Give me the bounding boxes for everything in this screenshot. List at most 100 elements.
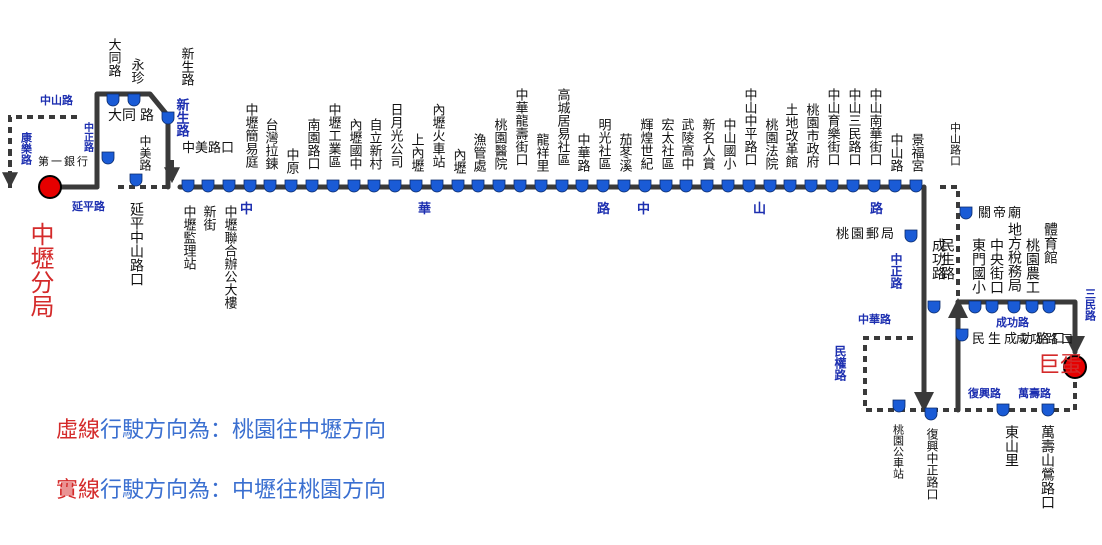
stop-dot — [263, 179, 277, 193]
top-stop-label: 明光社區 — [596, 118, 612, 170]
stop-datong: 大同 — [108, 108, 136, 124]
stop-dot — [985, 300, 999, 314]
dashed-segment — [940, 185, 960, 302]
top-stop-label: 內壢國中 — [347, 118, 363, 170]
top-stop-label: 中山中平路口 — [742, 88, 758, 166]
top-stop-label: 輝煌世紀 — [638, 118, 654, 170]
stop-minsheng-chenggong: 民生成功路口 — [972, 331, 1068, 347]
stop-dot — [1042, 300, 1056, 314]
stop-dongshan: 東山里 — [1003, 425, 1019, 467]
stop-dot — [638, 179, 652, 193]
stop-first-bank: 第一銀行 — [38, 154, 90, 168]
terminal-judan-dot — [1063, 355, 1087, 379]
top-stop-label: 中華路 — [575, 133, 591, 172]
road-zhongzheng-e: 中正路 — [889, 252, 903, 290]
legend-key: 實線 — [56, 478, 100, 503]
main-road-zhong: 中 — [637, 201, 650, 217]
stop-dot — [924, 407, 938, 421]
stop-dot — [825, 179, 839, 193]
legend-item: 虛線行駛方向為：桃園往中壢方向 — [56, 418, 386, 443]
stop-dot — [867, 179, 881, 193]
top-stop-label: 新名人賞 — [700, 117, 716, 171]
stop-guandi: 關帝廟 — [978, 205, 1023, 221]
stop-dot — [659, 179, 673, 193]
bottom-stop-label: 中壢聯合辦公大樓 — [222, 205, 238, 309]
stop-dot — [968, 300, 982, 314]
top-stop-label: 中壢簡易庭 — [243, 103, 259, 169]
stop-yanping-zhongshan: 延平中山路口 — [128, 202, 144, 286]
road-zhongshan-w: 中山路 — [40, 93, 74, 107]
top-stop-label: 中華龍壽街口 — [513, 88, 529, 166]
stop-xinsheng-label: 新生路 — [179, 46, 195, 86]
main-road-lu1: 路 — [597, 201, 611, 217]
top-stop-label: 內壢 — [451, 148, 467, 175]
stop-tax: 地方稅務局 — [1006, 222, 1022, 292]
road-yanping: 延平路 — [71, 199, 106, 213]
stop-zhongyang: 中央街口 — [988, 238, 1004, 294]
stop-agri: 桃園農工 — [1024, 238, 1040, 294]
stop-dot — [243, 179, 257, 193]
terminal-zhongli: 中壢分局 — [26, 222, 54, 318]
road-zhongzheng-w: 中正路 — [82, 121, 94, 153]
road-wanshou: 萬壽路 — [1018, 386, 1052, 400]
top-stop-label: 台灣拉鍊 — [263, 118, 279, 170]
terminal-zhongli-dot — [38, 175, 62, 199]
legend-item: 實線行駛方向為：中壢往桃園方向 — [56, 478, 386, 503]
top-stop-label: 南園路口 — [305, 117, 321, 170]
stop-dot — [284, 179, 298, 193]
road-kangle: 康樂路 — [20, 131, 34, 166]
legend-desc: 行駛方向為：中壢往桃園方向 — [100, 478, 386, 503]
stop-dot — [846, 179, 860, 193]
top-stop-label: 土地改革館 — [783, 103, 799, 168]
stop-bus-station: 桃園公車站 — [892, 423, 905, 480]
stop-dot — [721, 179, 735, 193]
stop-dongmen: 東門國小 — [970, 238, 986, 295]
stop-dot — [555, 179, 569, 193]
stop-dot — [1025, 300, 1039, 314]
stop-dots — [101, 93, 1056, 421]
top-stop-label: 茄苳溪 — [617, 133, 633, 172]
top-stop-label: 景福宮 — [909, 133, 925, 172]
top-stop-label: 中山路 — [888, 133, 904, 172]
top-stop-label: 中山南華街口 — [867, 88, 883, 166]
stop-dot — [127, 93, 141, 107]
stop-dot — [679, 179, 693, 193]
stop-dot — [575, 179, 589, 193]
solid-segment — [94, 91, 171, 190]
stop-dot — [742, 179, 756, 193]
stop-datong-road: 大同路 — [106, 38, 122, 77]
main-road-shan: 山 — [753, 201, 766, 217]
top-stop-label: 內壢火車站 — [430, 103, 446, 168]
stop-dot — [492, 179, 506, 193]
stop-dot — [409, 179, 423, 193]
top-stop-label: 中山三民路口 — [846, 88, 862, 166]
main-road-lu2: 路 — [870, 201, 884, 217]
stop-wanshou-shaniao: 萬壽山鶯路口 — [1039, 425, 1055, 509]
stop-dot — [1007, 300, 1021, 314]
top-stop-label: 宏太社區 — [659, 118, 675, 170]
road-xinsheng: 新生路 — [174, 97, 190, 137]
stop-dot — [106, 93, 120, 107]
top-stop-label: 武陵高中 — [679, 118, 695, 170]
stop-gym: 體育館 — [1042, 222, 1058, 264]
road-labels: 中山路 延平路 康樂路 中正路 新生路 中美路 中 華 路 中 山 路 中正路 … — [20, 93, 1097, 400]
legend-desc: 行駛方向為：桃園往中壢方向 — [100, 418, 386, 443]
main-road-zhong-left: 中 — [240, 201, 253, 217]
top-stop-label: 桃園法院 — [763, 118, 779, 170]
terminal-judan: 巨蛋 — [1038, 353, 1082, 378]
road-minquan: 民權路 — [833, 345, 847, 382]
stop-dot — [909, 179, 923, 193]
stop-dot — [347, 179, 361, 193]
stop-dot — [430, 179, 444, 193]
stop-dot — [959, 206, 973, 220]
stop-yongzhen: 永珍 — [129, 58, 145, 84]
stop-dot — [617, 179, 631, 193]
dashed-segment — [863, 336, 1077, 412]
stop-dot — [129, 173, 143, 187]
stop-dot — [1041, 403, 1055, 417]
stop-zhongmei-kou: 中美路口 — [182, 140, 234, 156]
stop-dot — [927, 300, 941, 314]
top-stop-label: 中壢工業區 — [326, 103, 342, 168]
stop-dot — [596, 179, 610, 193]
stop-dot — [904, 229, 918, 243]
